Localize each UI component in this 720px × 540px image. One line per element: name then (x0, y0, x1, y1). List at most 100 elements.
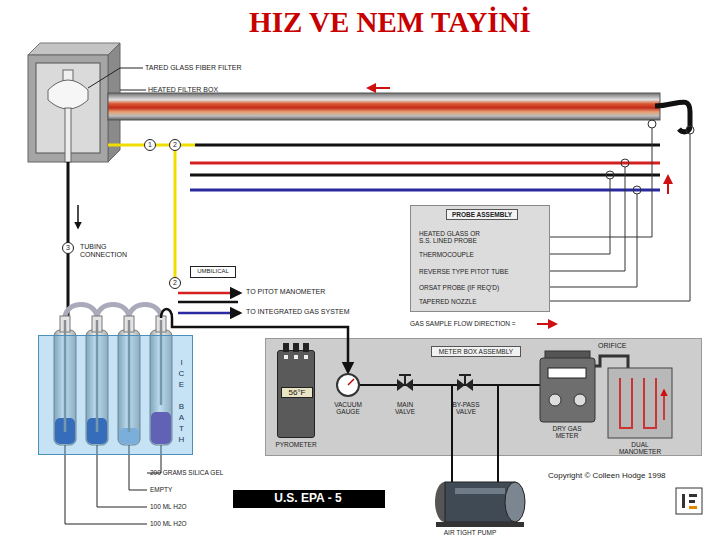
part-label: MAIN VALVE (387, 401, 423, 416)
umbilical-cable (174, 145, 177, 280)
part-label: DUAL MANOMETER (612, 441, 668, 456)
vacuum-gauge (348, 379, 354, 385)
probe-leader (686, 126, 694, 134)
bypass-valve (457, 375, 473, 391)
probe-lines (190, 189, 660, 192)
probe-assembly-box: PROBE ASSEMBLYHEATED GLASS OR S.S. LINED… (410, 205, 550, 312)
callout-number: 2 (169, 278, 181, 288)
tubing-connection (65, 162, 68, 322)
part-label: BY-PASS VALVE (446, 401, 486, 416)
page-title: HIZ VE NEM TAYİNİ (190, 6, 590, 39)
vacuum-gauge (337, 374, 359, 396)
probe-leader (550, 120, 694, 301)
part-label: TAPERED NOZZLE (419, 298, 544, 305)
method-title: U.S. EPA - 5 (233, 492, 383, 506)
part-label: HEATED FILTER BOX (148, 86, 218, 94)
probe-leader (550, 194, 637, 287)
bypass-valve (459, 374, 471, 376)
bypass-valve (465, 379, 473, 391)
air-tight-pump (455, 488, 505, 494)
callout-circle (63, 243, 74, 254)
meter-piping (592, 356, 628, 376)
meter-box: METER BOX ASSEMBLY 56°FPYROMETER (265, 338, 702, 456)
callout-circle (170, 140, 181, 151)
probe-leader (550, 167, 625, 271)
bypass-valve (464, 375, 466, 385)
callout-number: 3 (62, 243, 74, 253)
dual-manometer (608, 368, 672, 438)
dry-gas-meter (545, 351, 590, 359)
sampling-probe (108, 93, 660, 120)
meter-piping (359, 384, 540, 386)
dual-manometer (663, 390, 665, 420)
part-label: AIR TIGHT PUMP (430, 529, 510, 536)
box-heading: METER BOX ASSEMBLY (431, 346, 521, 357)
callout-circle (145, 140, 156, 151)
signal-label: TO PITOT MANOMETER (246, 288, 325, 296)
dual-manometer (608, 368, 672, 438)
publisher-logo (689, 500, 695, 503)
contents-label: 100 ML H2O (150, 520, 187, 527)
signal-label: TO INTEGRATED GAS SYSTEM (246, 308, 350, 316)
publisher-logo (682, 494, 685, 508)
method-band: U.S. EPA - 5 (233, 490, 385, 508)
bath-label: ICE BATH (177, 358, 185, 446)
probe-lines (190, 162, 660, 165)
main-valve (397, 379, 405, 391)
contents-label: EMPTY (150, 486, 172, 493)
air-tight-pump (435, 482, 455, 522)
part-label: REVERSE TYPE PITOT TUBE (419, 268, 544, 275)
leader-line (65, 445, 161, 524)
air-tight-pump (436, 522, 524, 527)
pyrometer-plugs (294, 355, 298, 359)
probe-leader (550, 128, 652, 237)
umbilical-cable (178, 292, 240, 295)
main-valve (399, 374, 411, 376)
probe-lines (190, 174, 660, 177)
box-heading: PROBE ASSEMBLY (446, 209, 518, 220)
dry-gas-meter (549, 394, 561, 406)
sample-line (161, 309, 348, 372)
callout-circle (170, 278, 181, 289)
tubing-connection (77, 205, 79, 228)
probe-leader (621, 159, 629, 167)
pyrometer-plugs (304, 355, 308, 359)
part-label: ORSAT PROBE (IF REQ'D) (419, 284, 544, 291)
dry-gas-meter (540, 358, 595, 422)
publisher-logo (676, 488, 702, 514)
dual-manometer (644, 378, 656, 428)
main-valve (397, 375, 413, 391)
pyrometer: 56°FPYROMETER (277, 350, 315, 438)
probe-leader (550, 179, 610, 254)
air-tight-pump (445, 482, 515, 522)
part-label: TUBING CONNECTION (80, 243, 136, 259)
dry-gas-meter (574, 394, 586, 406)
meter-piping (359, 356, 628, 484)
publisher-logo (689, 494, 697, 497)
leader-line (65, 445, 147, 524)
publisher-logo (676, 488, 702, 514)
callout-number: 1 (144, 140, 156, 150)
sampling-probe (368, 87, 390, 89)
publisher-logo (689, 506, 697, 509)
contents-label: 100 ML H2O (150, 503, 187, 510)
tubing-connection (65, 162, 78, 322)
callout-circle (63, 140, 181, 289)
flow-note: GAS SAMPLE FLOW DIRECTION = (410, 320, 516, 327)
leader-line (88, 68, 146, 90)
umbilical-cable (175, 145, 240, 313)
probe-leader (648, 120, 656, 128)
part-label: ORIFICE (598, 342, 626, 350)
dry-gas-meter (548, 368, 586, 378)
probe-leader (633, 186, 641, 194)
probe-lines (667, 176, 669, 194)
dry-gas-meter (540, 351, 595, 422)
pyrometer-plugs (284, 355, 288, 359)
air-tight-pump (505, 482, 525, 522)
heated-filter-box (28, 43, 120, 55)
